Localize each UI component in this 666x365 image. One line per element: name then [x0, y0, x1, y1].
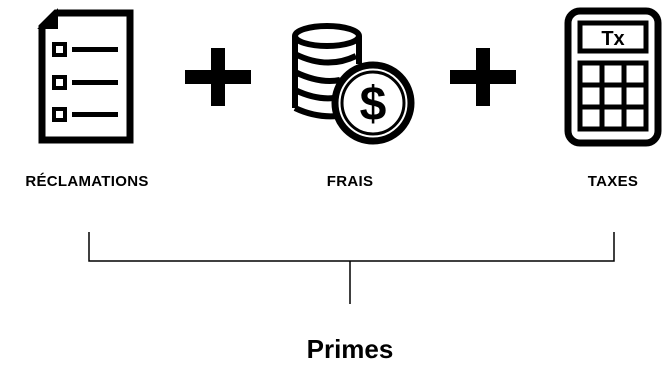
premiums-total-label: Primes [306, 334, 394, 364]
claims-label: RÉCLAMATIONS [25, 173, 149, 190]
fees-label: FRAIS [326, 173, 374, 190]
calculator-display-text: Tx [601, 28, 624, 50]
taxes-label: TAXES [587, 173, 639, 190]
coins-dollar-icon: $ [292, 23, 415, 145]
tax-calculator-icon: Tx [564, 7, 662, 147]
plus-sign-icon [450, 48, 516, 106]
plus-sign-icon [185, 48, 251, 106]
dollar-symbol: $ [360, 78, 387, 131]
checklist-document-icon [37, 8, 134, 144]
